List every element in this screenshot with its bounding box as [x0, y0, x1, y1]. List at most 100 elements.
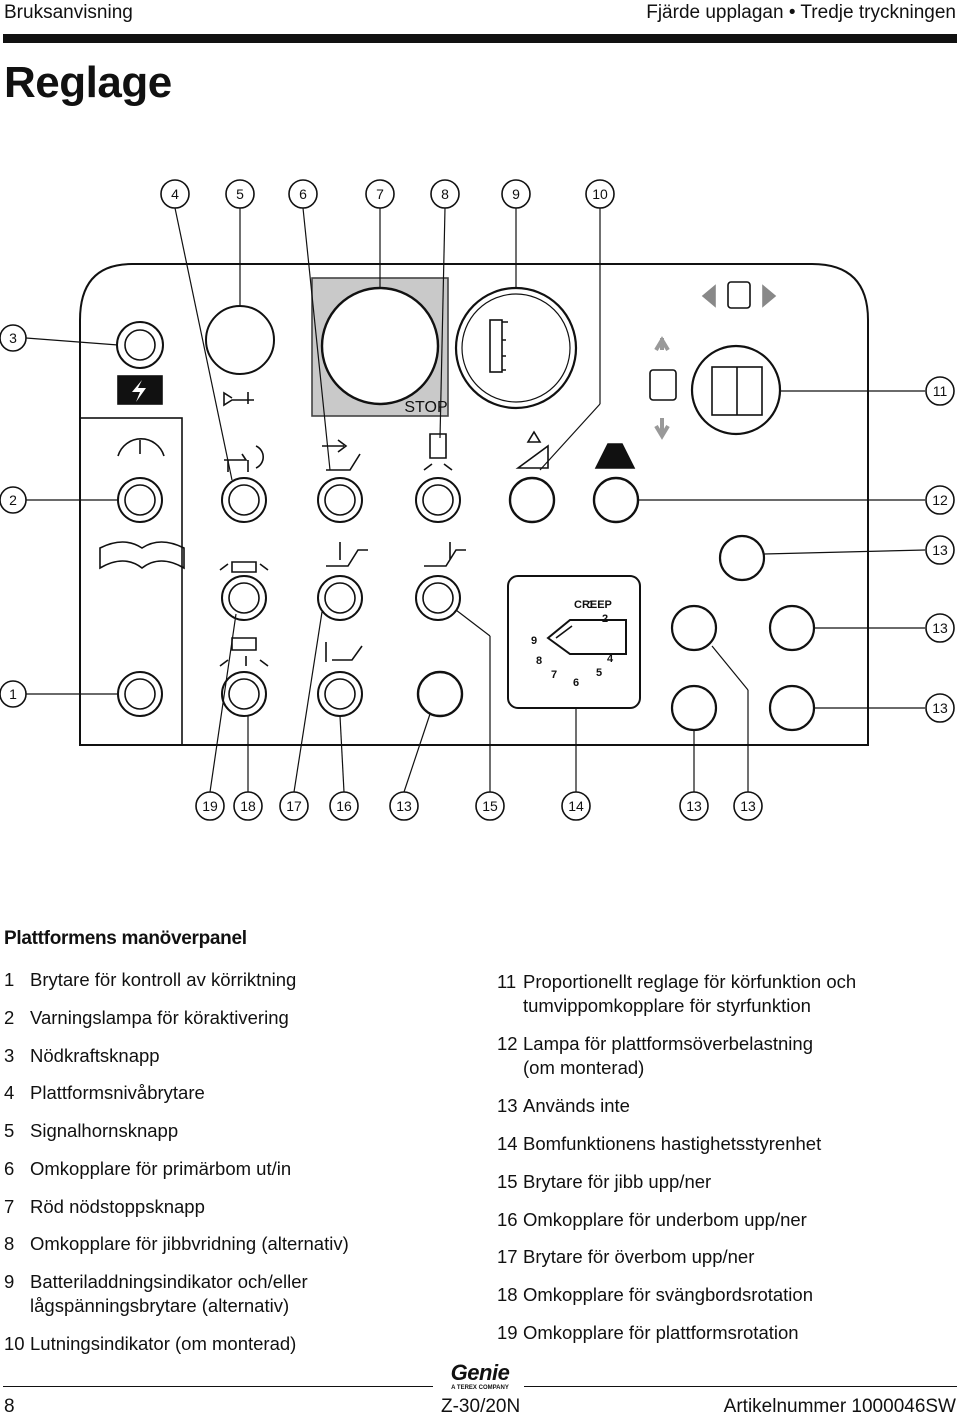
legend-text: Bomfunktionens hastighetsstyrenhet [523, 1133, 822, 1154]
svg-text:19: 19 [202, 798, 218, 814]
legend-text: Signalhornsknapp [30, 1120, 179, 1141]
legend-text: Batteriladdningsindikator och/eller [30, 1271, 308, 1292]
creep-label: CREEP [574, 599, 612, 611]
turntable-rotate-icon [219, 637, 269, 667]
svg-text:4: 4 [607, 653, 614, 665]
legend-number: 16 [497, 1209, 518, 1230]
svg-text:2: 2 [9, 492, 17, 508]
legend-text: Omkopplare för jibbvridning (alternativ) [30, 1233, 349, 1254]
svg-text:10: 10 [592, 186, 608, 202]
drive-enable-icon [117, 438, 165, 457]
legend-text: Omkopplare för svängbordsrotation [523, 1284, 813, 1305]
svg-text:13: 13 [686, 798, 702, 814]
svg-text:5: 5 [596, 667, 602, 679]
svg-text:13: 13 [932, 542, 948, 558]
svg-text:6: 6 [299, 186, 307, 202]
panel-outline [79, 263, 869, 746]
legend-item: 11 Proportionellt reglage för körfunktion… [497, 970, 856, 1018]
legend-number: 2 [4, 1007, 15, 1028]
callouts-right: 11 12 13 13 13 [925, 376, 955, 723]
legend-text: Röd nödstoppsknapp [30, 1196, 205, 1217]
legend-text: Omkopplare för primärbom ut/in [30, 1158, 292, 1179]
overload-icon [594, 443, 636, 469]
control-panel-diagram: STOP [0, 179, 955, 821]
legend-text: Omkopplare för underbom upp/ner [523, 1209, 807, 1230]
svg-text:15: 15 [482, 798, 498, 814]
part-number: Artikelnummer 1000046SW [723, 1396, 956, 1417]
dial-pointer [546, 619, 627, 655]
page-title: Reglage [4, 58, 172, 107]
svg-text:13: 13 [932, 700, 948, 716]
legend-number: 14 [497, 1133, 518, 1154]
footer-rule-right [524, 1386, 957, 1387]
drive-direction-icon [654, 336, 670, 352]
svg-text:5: 5 [236, 186, 244, 202]
platform-rotate-icon [219, 561, 269, 573]
footer-rule-left [3, 1386, 433, 1387]
legend-number: 1 [4, 969, 15, 990]
legend-number: 15 [497, 1171, 518, 1192]
manual-book-icon [99, 541, 185, 570]
legend-number: 17 [497, 1246, 518, 1267]
legend-number: 4 [4, 1082, 15, 1103]
model-number: Z-30/20N [441, 1396, 521, 1417]
dial-numbers: 1 2 4 5 6 7 8 9 [531, 599, 614, 689]
platform-level-icon [224, 445, 264, 472]
drive-joystick [690, 344, 782, 436]
legend-text: Används inte [523, 1095, 630, 1116]
svg-text:12: 12 [932, 492, 948, 508]
leader-lines [25, 207, 926, 793]
svg-text:9: 9 [531, 635, 537, 647]
svg-text:13: 13 [396, 798, 412, 814]
legend-item: 2 Varningslampa för köraktivering [4, 1006, 289, 1030]
stop-label: STOP [404, 399, 447, 416]
unused-button-1 [718, 534, 766, 582]
toggle-row-1 [117, 476, 640, 524]
header-rule [3, 34, 957, 43]
emergency-stop-button [320, 286, 440, 406]
legend-item: 9 Batteriladdningsindikator och/eller lågs… [4, 1270, 308, 1318]
svg-text:17: 17 [286, 798, 302, 814]
battery-scale [489, 319, 503, 373]
toggle-row-3 [117, 670, 464, 718]
toggle-row-2 [221, 575, 461, 621]
legend-text: Proportionellt reglage för körfunktion o… [523, 971, 857, 992]
svg-text:8: 8 [536, 655, 542, 667]
svg-text:13: 13 [932, 620, 948, 636]
svg-text:14: 14 [568, 798, 584, 814]
legend-number: 11 [497, 971, 517, 992]
legend-number: 3 [4, 1045, 15, 1066]
legend-text: Lutningsindikator (om monterad) [30, 1333, 297, 1354]
svg-text:7: 7 [376, 186, 384, 202]
callouts-bottom: 19 18 17 16 13 15 14 13 13 [195, 791, 763, 821]
svg-text:1: 1 [588, 599, 594, 611]
legend-text-continued: lågspänningsbrytare (alternativ) [30, 1295, 290, 1316]
horn-icon [223, 391, 254, 407]
legend-text: Varningslampa för köraktivering [30, 1007, 289, 1028]
upper-boom-icon [326, 542, 368, 567]
legend-number: 19 [497, 1322, 518, 1343]
unused-button-4 [670, 684, 718, 732]
svg-text:18: 18 [240, 798, 256, 814]
legend-number: 9 [4, 1271, 15, 1292]
legend-number: 13 [497, 1095, 518, 1116]
primary-boom-icon [322, 439, 361, 471]
jib-updown-icon [424, 542, 466, 567]
svg-text:13: 13 [740, 798, 756, 814]
jib-rotate-icon [423, 433, 453, 471]
boom-speed-dial [507, 575, 641, 709]
page-number: 8 [4, 1396, 15, 1417]
legend-text-continued: (om monterad) [523, 1057, 645, 1078]
svg-text:4: 4 [171, 186, 179, 202]
